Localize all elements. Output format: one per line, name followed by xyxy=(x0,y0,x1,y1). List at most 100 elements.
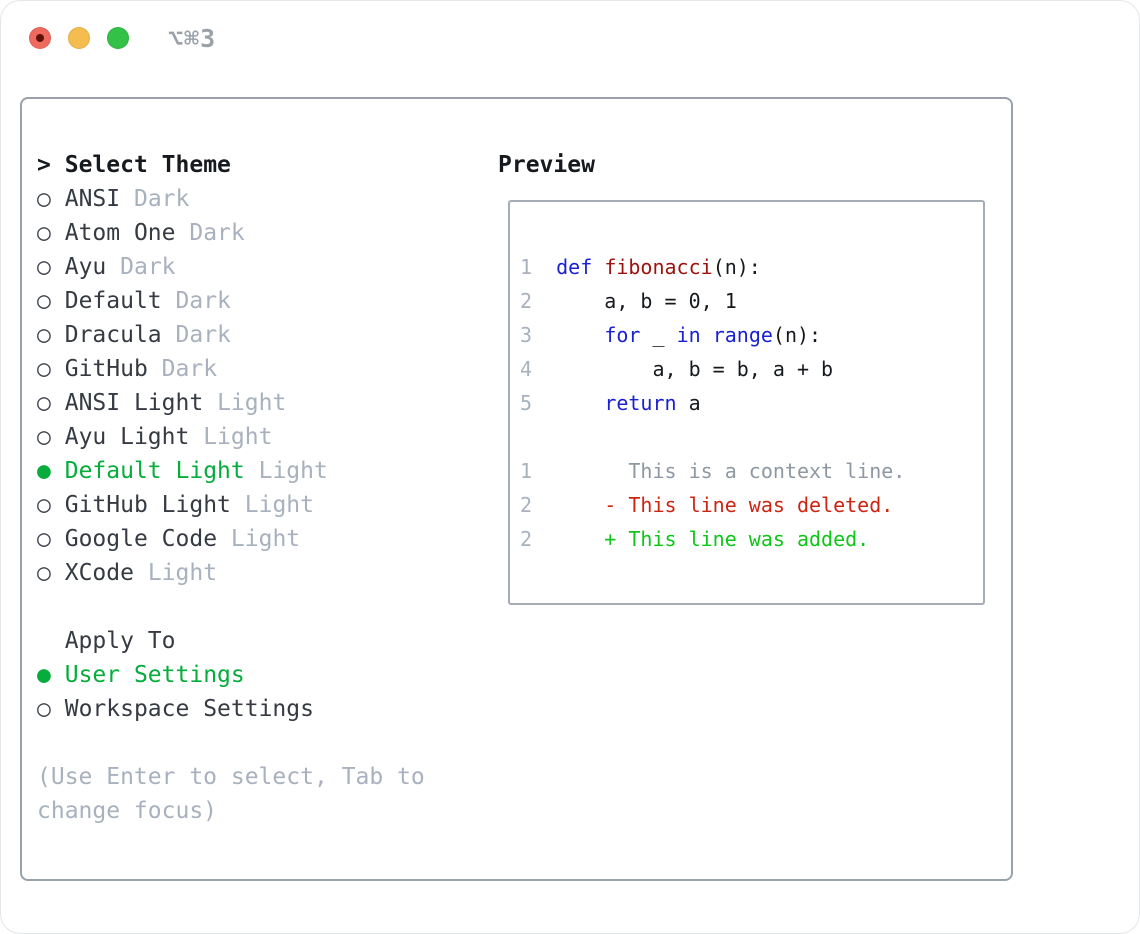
theme-item[interactable]: ○ GitHub Light Light xyxy=(37,488,425,522)
theme-variant: Dark xyxy=(175,288,231,314)
theme-variant: Light xyxy=(147,560,218,586)
theme-variant: Dark xyxy=(133,186,190,212)
radio-icon: ○ xyxy=(37,424,51,450)
theme-selector-panel: > Select Theme○ ANSI Dark○ Atom One Dark… xyxy=(20,97,1013,881)
theme-item[interactable]: ○ Ayu Dark xyxy=(37,250,425,284)
radio-icon: ○ xyxy=(37,492,51,518)
spacer-row xyxy=(520,420,983,454)
line-number: 1 xyxy=(520,459,533,483)
apply-to-label: User Settings xyxy=(64,662,245,688)
spacer-row xyxy=(37,726,425,760)
preview-code: 1 def fibonacci(n): 2 a, b = 0, 1 3 for _ … xyxy=(510,202,983,556)
code-line: 3 for _ in range(n): xyxy=(520,318,983,352)
theme-variant: Light xyxy=(217,390,287,416)
code-token xyxy=(556,323,604,347)
theme-variant: Light xyxy=(230,526,301,552)
theme-item[interactable]: ○ GitHub Dark xyxy=(37,352,425,386)
window-title: ⌥⌘3 xyxy=(168,24,217,53)
apply-to-option[interactable]: ● User Settings xyxy=(37,658,425,692)
line-number: 5 xyxy=(520,391,533,415)
code-token: a xyxy=(676,391,701,415)
code-token xyxy=(556,391,604,415)
radio-icon: ○ xyxy=(37,220,51,246)
code-token: return xyxy=(604,391,677,415)
code-token: a, b = b, a + b xyxy=(556,357,834,381)
theme-variant: Light xyxy=(203,424,273,450)
code-token xyxy=(592,255,604,279)
theme-name: Default Light xyxy=(64,458,245,484)
code-line: 4 a, b = b, a + b xyxy=(520,352,983,386)
close-button[interactable] xyxy=(29,27,51,49)
radio-icon: ○ xyxy=(37,696,51,722)
theme-name: Google Code xyxy=(64,526,218,552)
line-number: 2 xyxy=(520,493,533,517)
code-token: _ xyxy=(640,323,677,347)
theme-variant: Dark xyxy=(120,254,176,280)
theme-list-column: > Select Theme○ ANSI Dark○ Atom One Dark… xyxy=(37,148,425,828)
theme-item[interactable]: ○ XCode Light xyxy=(37,556,425,590)
spacer-row xyxy=(37,590,425,624)
theme-list-title: Select Theme xyxy=(64,152,231,178)
theme-name: GitHub Light xyxy=(64,492,231,518)
preview-box: 1 def fibonacci(n): 2 a, b = 0, 1 3 for _ … xyxy=(508,200,985,605)
code-token: (n): xyxy=(712,255,761,279)
minimize-button[interactable] xyxy=(68,27,90,49)
code-token: for xyxy=(604,323,641,347)
line-number: 1 xyxy=(520,255,533,279)
apply-to-option[interactable]: ○ Workspace Settings xyxy=(37,692,425,726)
titlebar: ⌥⌘3 xyxy=(0,0,1140,76)
theme-name: Dracula xyxy=(64,322,162,348)
diff-line-context: 1 This is a context line. xyxy=(520,454,983,488)
radio-icon: ○ xyxy=(37,322,51,348)
theme-list-header: > Select Theme xyxy=(37,148,425,182)
line-number: 3 xyxy=(520,323,533,347)
theme-name: ANSI Light xyxy=(64,390,204,416)
theme-item[interactable]: ○ ANSI Light Light xyxy=(37,386,425,420)
code-token: range xyxy=(712,323,773,347)
radio-icon: ○ xyxy=(37,254,51,280)
theme-item[interactable]: ○ ANSI Dark xyxy=(37,182,425,216)
theme-item[interactable]: ○ Atom One Dark xyxy=(37,216,425,250)
preview-title: Preview xyxy=(498,152,595,178)
theme-variant: Dark xyxy=(161,356,218,382)
keyboard-hint: (Use Enter to select, Tab to xyxy=(37,760,425,794)
theme-name: Atom One xyxy=(64,220,176,246)
radio-selected-icon: ● xyxy=(37,662,51,688)
theme-item[interactable]: ○ Google Code Light xyxy=(37,522,425,556)
theme-variant: Light xyxy=(258,458,328,484)
line-number: 4 xyxy=(520,357,533,381)
theme-name: Default xyxy=(64,288,162,314)
radio-selected-icon: ● xyxy=(37,458,51,484)
radio-icon: ○ xyxy=(37,526,51,552)
hint-text: (Use Enter to select, Tab to xyxy=(37,764,425,790)
preview-column: Preview 1 def fibonacci(n): 2 a, b = 0, 1… xyxy=(498,148,985,605)
radio-icon: ○ xyxy=(37,560,51,586)
theme-item[interactable]: ○ Default Dark xyxy=(37,284,425,318)
cursor-marker: > xyxy=(37,152,51,178)
diff-text: - This line was deleted. xyxy=(532,493,894,517)
apply-to-title: Apply To xyxy=(64,628,176,654)
code-token: fibonacci xyxy=(604,255,713,279)
zoom-button[interactable] xyxy=(107,27,129,49)
theme-item[interactable]: ○ Ayu Light Light xyxy=(37,420,425,454)
apply-to-label: Workspace Settings xyxy=(64,696,314,722)
code-token: def xyxy=(556,255,593,279)
radio-icon: ○ xyxy=(37,186,51,212)
radio-icon: ○ xyxy=(37,390,51,416)
theme-variant: Dark xyxy=(175,322,231,348)
theme-item[interactable]: ● Default Light Light xyxy=(37,454,425,488)
radio-icon: ○ xyxy=(37,288,51,314)
code-token xyxy=(701,323,713,347)
theme-name: GitHub xyxy=(64,356,148,382)
apply-to-header: Apply To xyxy=(37,624,425,658)
theme-name: ANSI xyxy=(64,186,121,212)
theme-name: XCode xyxy=(64,560,134,586)
code-token: in xyxy=(676,323,701,347)
unsaved-indicator-dot xyxy=(36,34,44,42)
code-token: a, b = 0, 1 xyxy=(556,289,737,313)
theme-item[interactable]: ○ Dracula Dark xyxy=(37,318,425,352)
diff-text: + This line was added. xyxy=(532,527,870,551)
keyboard-hint: change focus) xyxy=(37,794,425,828)
diff-line-deleted: 2 - This line was deleted. xyxy=(520,488,983,522)
